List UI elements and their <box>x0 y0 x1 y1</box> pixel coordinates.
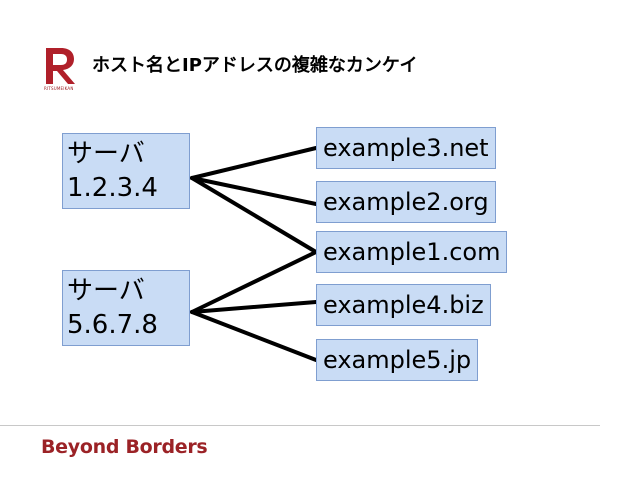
footer-divider <box>0 425 600 426</box>
footer <box>0 426 638 479</box>
server-1-label: サーバ <box>67 139 145 169</box>
link-5678-example1 <box>190 250 318 314</box>
r-logo-icon <box>46 48 75 84</box>
domain-box-example5: example5.jp <box>316 339 479 381</box>
slide-title: ホスト名とIPアドレスの複雑なカンケイ <box>92 55 418 76</box>
domain-box-example3: example3.net <box>316 127 496 169</box>
server-box-1: サーバ 1.2.3.4 <box>62 133 190 209</box>
ritsumeikan-logo: RITSUMEIKAN <box>44 46 78 94</box>
server-box-2: サーバ 5.6.7.8 <box>62 270 190 346</box>
link-1234-example1 <box>190 176 318 254</box>
domain-box-example2: example2.org <box>316 181 496 223</box>
link-5678-example4 <box>190 300 318 314</box>
server-2-label: サーバ <box>67 276 145 306</box>
server-1-ip: 1.2.3.4 <box>67 173 158 203</box>
link-5678-example5 <box>190 310 318 362</box>
logo-caption: RITSUMEIKAN <box>44 86 74 91</box>
server-2-ip: 5.6.7.8 <box>67 310 158 340</box>
domain-box-example4: example4.biz <box>316 284 491 326</box>
link-1234-example2 <box>190 176 318 206</box>
link-1234-example3 <box>190 146 318 180</box>
domain-box-example1: example1.com <box>316 231 508 273</box>
footer-slogan: Beyond Borders <box>41 436 208 458</box>
